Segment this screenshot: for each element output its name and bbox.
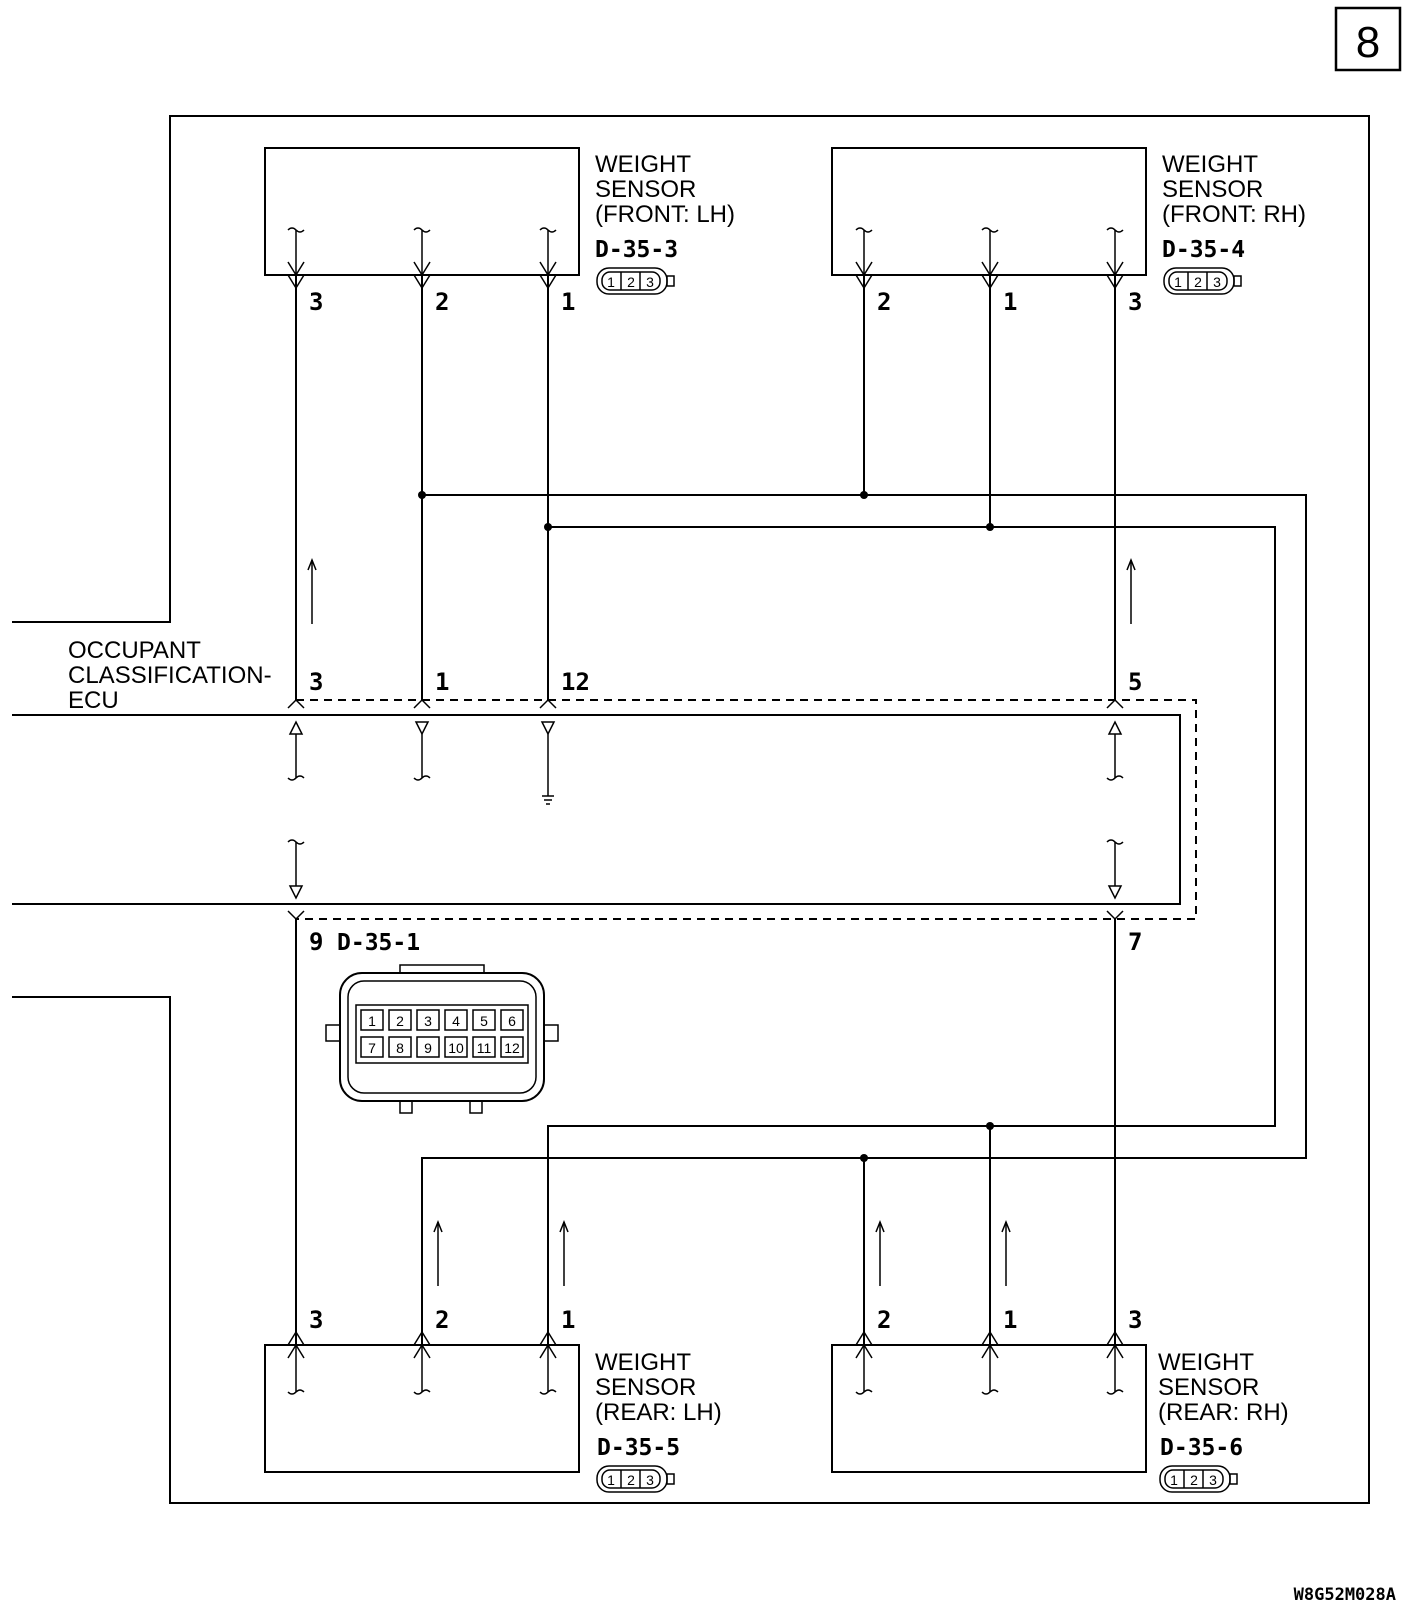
cavity-number: 9 <box>424 1040 432 1056</box>
rear-sensor-terminals <box>287 1330 1124 1395</box>
sensor-name-line: WEIGHT <box>595 1349 691 1376</box>
pin-number: 1 <box>1003 288 1017 316</box>
ecu-top-terminals <box>287 698 1124 805</box>
connector-icon-pin: 3 <box>1213 274 1221 290</box>
ecu-top-pin-numbers: 3 1 12 5 <box>309 668 1142 696</box>
rear-sensor-pin-numbers: 3 2 1 2 1 3 <box>309 1306 1142 1334</box>
connector-code: D-35-5 <box>597 1435 680 1461</box>
pin-number: 9 <box>309 928 323 956</box>
cavity-number: 2 <box>396 1013 404 1029</box>
diagram-frame <box>12 115 1370 1504</box>
ecu-bottom-terminals <box>287 839 1124 921</box>
ecu-cavity-row-2: 7 8 9 10 11 12 <box>360 1036 524 1058</box>
pin-number: 2 <box>877 1306 891 1334</box>
cavity-number: 10 <box>448 1040 464 1056</box>
sensor-front-rh-box <box>831 147 1147 276</box>
pin-number: 12 <box>561 668 590 696</box>
pin-number: 3 <box>1128 288 1142 316</box>
cavity-number: 12 <box>504 1040 520 1056</box>
connector-icon-rear-rh: 1 2 3 <box>1159 1465 1238 1493</box>
page-number-badge: 8 <box>1334 6 1402 72</box>
ecu-name-line: OCCUPANT <box>68 637 201 664</box>
pin-number: 3 <box>309 288 323 316</box>
cavity-number: 1 <box>368 1013 376 1029</box>
harness-wires <box>295 275 1307 1345</box>
ecu-label: OCCUPANT CLASSIFICATION- ECU <box>68 637 272 714</box>
connector-code: D-35-3 <box>595 237 678 263</box>
ecu-name-line: ECU <box>68 687 119 714</box>
connector-icon-front-rh: 1 2 3 <box>1163 267 1242 295</box>
sensor-name-line: WEIGHT <box>1158 1349 1254 1376</box>
sensor-rear-rh-label: WEIGHT SENSOR (REAR: RH) D-35-6 <box>1158 1349 1289 1461</box>
sensor-name-line: SENSOR <box>1162 176 1263 203</box>
pin-number: 2 <box>435 288 449 316</box>
figure-code: W8G52M028A <box>1294 1585 1396 1605</box>
cavity-number: 3 <box>424 1013 432 1029</box>
sensor-front-rh-label: WEIGHT SENSOR (FRONT: RH) D-35-4 <box>1162 151 1306 263</box>
connector-icon-pin: 1 <box>607 1472 615 1488</box>
sensor-front-lh-label: WEIGHT SENSOR (FRONT: LH) D-35-3 <box>595 151 735 263</box>
cavity-number: 4 <box>452 1013 460 1029</box>
cavity-number: 7 <box>368 1040 376 1056</box>
connector-icon-pin: 2 <box>627 274 635 290</box>
ecu-body <box>12 699 1197 920</box>
sensor-name-line: (FRONT: LH) <box>595 201 735 228</box>
connector-icon-front-lh: 1 2 3 <box>596 267 675 295</box>
sensor-name-line: SENSOR <box>595 1374 696 1401</box>
ecu-cavity-row-1: 1 2 3 4 5 6 <box>360 1009 524 1031</box>
sensor-name-line: (FRONT: RH) <box>1162 201 1306 228</box>
ecu-name-line: CLASSIFICATION- <box>68 662 272 689</box>
sensor-name-line: SENSOR <box>1158 1374 1259 1401</box>
sensor-name-line: (REAR: RH) <box>1158 1399 1289 1426</box>
cavity-number: 8 <box>396 1040 404 1056</box>
connector-code: D-35-6 <box>1160 1435 1243 1461</box>
pin-number: 1 <box>561 1306 575 1334</box>
sensor-name-line: WEIGHT <box>595 151 691 178</box>
signal-direction-arrows <box>307 557 1136 1286</box>
sensor-name-line: SENSOR <box>595 176 696 203</box>
pin-number: 3 <box>1128 1306 1142 1334</box>
connector-icon-pin: 1 <box>1174 274 1182 290</box>
pin-number: 1 <box>1003 1306 1017 1334</box>
connector-code: D-35-1 <box>337 930 420 956</box>
cavity-number: 11 <box>477 1040 492 1056</box>
cavity-number: 5 <box>480 1013 488 1029</box>
front-sensor-pin-numbers: 3 2 1 2 1 3 <box>309 288 1142 316</box>
cavity-number: 6 <box>508 1013 516 1029</box>
ecu-connector-illustration: 1 2 3 4 5 6 7 8 9 10 11 12 <box>325 964 559 1114</box>
sensor-rear-lh-label: WEIGHT SENSOR (REAR: LH) D-35-5 <box>595 1349 722 1461</box>
sensor-name-line: (REAR: LH) <box>595 1399 722 1426</box>
connector-icon-rear-lh: 1 2 3 <box>596 1465 675 1493</box>
page-number: 8 <box>1356 18 1380 67</box>
connector-icon-pin: 1 <box>607 274 615 290</box>
pin-number: 3 <box>309 1306 323 1334</box>
connector-code: D-35-4 <box>1162 237 1245 263</box>
pin-number: 2 <box>877 288 891 316</box>
pin-number: 5 <box>1128 668 1142 696</box>
connector-icon-pin: 3 <box>1209 1472 1217 1488</box>
front-sensor-terminals <box>287 227 1124 290</box>
connector-icon-pin: 1 <box>1170 1472 1178 1488</box>
ecu-bottom-pin-numbers: 9 7 D-35-1 <box>309 928 1142 956</box>
connector-icon-pin: 3 <box>646 1472 654 1488</box>
connector-icon-pin: 2 <box>1190 1472 1198 1488</box>
connector-icon-pin: 3 <box>646 274 654 290</box>
pin-number: 7 <box>1128 928 1142 956</box>
sensor-rear-rh-box <box>831 1344 1147 1473</box>
pin-number: 3 <box>309 668 323 696</box>
pin-number: 1 <box>435 668 449 696</box>
pin-number: 1 <box>561 288 575 316</box>
connector-icon-pin: 2 <box>1194 274 1202 290</box>
sensor-name-line: WEIGHT <box>1162 151 1258 178</box>
connector-icon-pin: 2 <box>627 1472 635 1488</box>
pin-number: 2 <box>435 1306 449 1334</box>
splice-points <box>418 491 994 1162</box>
